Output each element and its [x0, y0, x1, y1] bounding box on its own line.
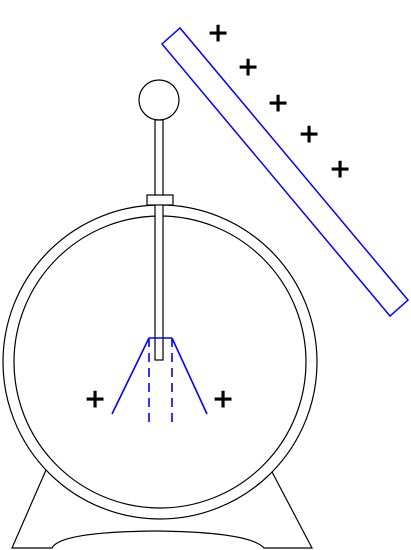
rod-charge-sign: +	[298, 119, 321, 150]
metal-rod	[154, 119, 164, 361]
electroscope-base	[11, 469, 313, 549]
left-leaf	[111, 337, 150, 415]
right-leaf	[171, 337, 208, 415]
rod-charge-sign: +	[329, 154, 352, 185]
electroscope-knob	[138, 79, 180, 121]
gold-leaves	[111, 337, 208, 415]
insulating-stopper	[146, 194, 174, 206]
right-leaf-charge-sign: +	[212, 384, 235, 415]
leaf-charges: + +	[84, 384, 235, 415]
rod-charges: + + + + +	[207, 18, 352, 185]
charged-rod	[160, 26, 410, 318]
rod-charge-sign: +	[267, 88, 290, 119]
rod-charge-sign: +	[237, 52, 260, 83]
rod-charge-sign: +	[207, 18, 230, 49]
left-leaf-charge-sign: +	[84, 384, 107, 415]
